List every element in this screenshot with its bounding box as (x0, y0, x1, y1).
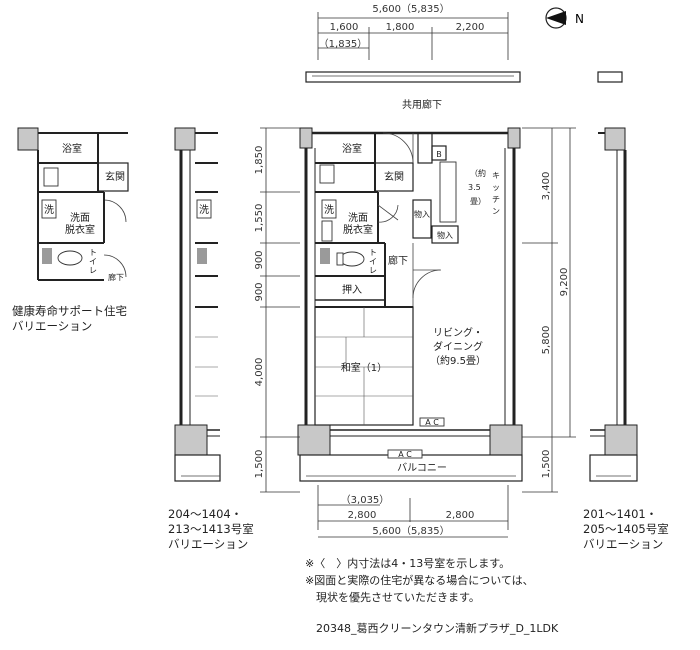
health-washroom-2: 脱衣室 (65, 223, 95, 236)
left-var-label-1: 204～1404・ (168, 507, 242, 521)
left-var-label-2: 213～1413号室 (168, 522, 254, 536)
b-mark: B (436, 150, 442, 159)
main-unit: A C バルコニー 浴室 玄関 洗 洗面 脱衣室 ト イ レ 廊下 (297, 127, 523, 482)
left-dim-4: 900 (254, 282, 265, 301)
top-dim-3: 2,200 (456, 22, 485, 33)
left-variation-plan: 洗 (174, 127, 221, 482)
bottom-dimensions: （3,035） 2,800 2,800 5,600（5,835） (317, 485, 509, 538)
health-wash-mark: 洗 (44, 204, 54, 216)
health-label-2: バリエーション (12, 319, 92, 333)
storage-label-1: 物入 (414, 209, 430, 219)
right-dim-1: 3,400 (541, 172, 552, 201)
toilet-label-1: ト (369, 248, 377, 257)
left-dim-1: 1,850 (254, 146, 265, 175)
living-label-3: （約9.5畳） (430, 354, 486, 367)
toilet-label-3: レ (369, 266, 377, 275)
note-1: ※〈 〉内寸法は4・13号室を示します。 (305, 556, 510, 570)
tatami-grid (315, 307, 413, 425)
japanese-room-label: 和室（1） (341, 361, 387, 374)
right-var-label-1: 201～1401・ (583, 507, 657, 521)
kitchen-label-k4: ン (492, 207, 500, 216)
left-var-label-3: バリエーション (168, 537, 248, 551)
left-var-wash-mark: 洗 (199, 204, 209, 216)
left-dimensions: 1,850 1,550 900 900 4,000 1,500 (254, 127, 300, 493)
left-dim-6: 1,500 (254, 450, 265, 479)
bottom-dim-1: 2,800 (348, 510, 377, 521)
top-dim-2: 1,800 (386, 22, 415, 33)
kitchen-label-k2: ッ (492, 183, 500, 192)
kitchen-label-2: 3.5 (468, 183, 481, 192)
entrance-label: 玄関 (384, 170, 404, 183)
health-washroom-1: 洗面 (70, 212, 90, 224)
balcony-label: バルコニー (397, 462, 447, 474)
left-dim-5: 4,000 (254, 358, 265, 387)
bath-label: 浴室 (342, 142, 362, 155)
washroom-label-2: 脱衣室 (343, 223, 373, 236)
kitchen-label-3: 畳） (470, 197, 486, 206)
right-dim-2: 5,800 (541, 326, 552, 355)
washroom-label-1: 洗面 (348, 212, 368, 224)
bottom-sub-dim: （3,035） (341, 494, 390, 506)
health-entrance-label: 玄関 (105, 170, 125, 183)
note-3: 現状を優先させていただきます。 (305, 590, 480, 604)
bottom-total-dim: 5,600（5,835） (372, 525, 449, 537)
right-var-label-3: バリエーション (583, 537, 663, 551)
footer-caption: 20348_葛西クリーンタウン清新プラザ_D_1LDK (316, 621, 559, 635)
kitchen-label-k1: キ (492, 171, 500, 180)
closet-label: 押入 (342, 283, 362, 296)
left-dim-3: 900 (254, 250, 265, 269)
kitchen-label-1: （約 (470, 168, 486, 178)
health-toilet-1: ト (89, 248, 97, 257)
storage-label-2: 物入 (437, 230, 453, 240)
top-total-dim: 5,600（5,835） (372, 3, 449, 15)
living-label-1: リビング・ (433, 326, 483, 339)
left-dim-2: 1,550 (254, 204, 265, 233)
health-variation-plan: 浴室 玄関 洗 洗面 脱衣室 ト イ レ 廊下 (17, 127, 129, 282)
right-total-dim: 9,200 (559, 268, 570, 297)
top-dimensions: 5,600（5,835） 1,600 1,800 2,200 （1,835） (317, 3, 509, 60)
balcony-ac-label: A C (398, 450, 412, 459)
health-toilet-2: イ (89, 257, 97, 266)
corridor-label: 共用廊下 (402, 98, 442, 111)
health-bath-label: 浴室 (62, 142, 82, 155)
top-sub-dim: （1,835） (319, 38, 368, 50)
toilet-label-2: イ (369, 257, 377, 266)
wash-mark: 洗 (324, 204, 334, 216)
health-toilet-3: レ (89, 266, 97, 275)
right-dimensions: 3,400 5,800 1,500 9,200 (522, 127, 576, 493)
top-dim-1: 1,600 (330, 22, 359, 33)
hallway-label: 廊下 (388, 254, 408, 267)
compass-label: N (575, 12, 584, 26)
right-var-label-2: 205～1405号室 (583, 522, 669, 536)
right-variation-plan (589, 127, 638, 482)
compass-icon: N (545, 7, 584, 29)
kitchen-label-k3: チ (492, 195, 500, 204)
right-dim-3: 1,500 (541, 450, 552, 479)
living-label-2: ダイニング (433, 340, 483, 353)
corridor-railing (305, 71, 623, 83)
health-hallway-label: 廊下 (108, 272, 124, 282)
note-2: ※図面と実際の住宅が異なる場合については、 (305, 573, 534, 587)
health-label-1: 健康寿命サポート住宅 (12, 304, 127, 318)
bottom-dim-2: 2,800 (446, 510, 475, 521)
room-ac-label: A C (425, 418, 439, 427)
